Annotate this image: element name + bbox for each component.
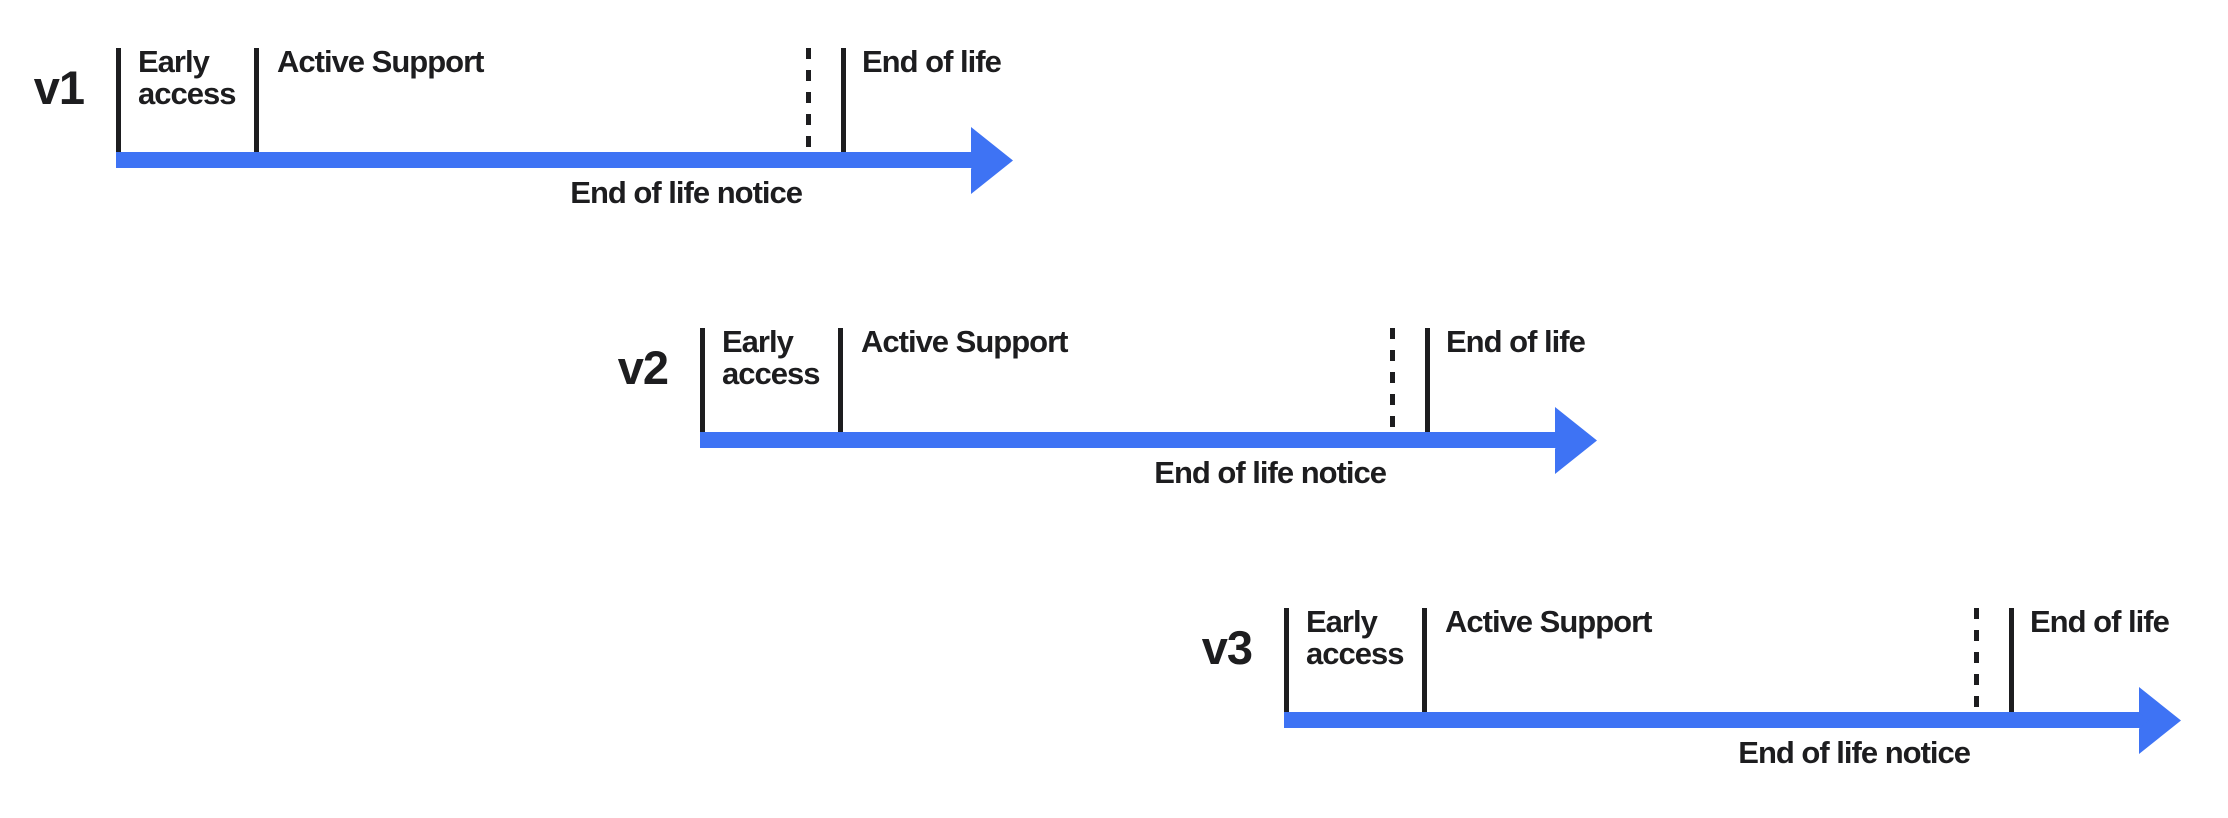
timeline-arrow-bar [1284, 712, 2152, 728]
timeline-row-v1: v1 Early access Active Support End of li… [34, 44, 1076, 258]
end-of-life-label: End of life [2030, 604, 2170, 639]
end-of-life-label: End of life [1446, 324, 1586, 359]
arrowhead-chevron [1555, 407, 1597, 474]
version-label: v3 [1201, 621, 1253, 674]
eol-notice-dashed-line [806, 48, 811, 152]
arrow-right-icon [1550, 403, 1602, 478]
timeline-arrow-bar [116, 152, 984, 168]
arrow-right-icon [2134, 683, 2186, 758]
end-of-life-tick [1425, 328, 1430, 432]
version-label: v1 [33, 61, 85, 114]
end-of-life-tick [841, 48, 846, 152]
early-access-end-tick [1422, 608, 1427, 712]
active-support-label: Active Support [277, 44, 484, 79]
active-support-label: Active Support [861, 324, 1068, 359]
end-of-life-notice-label: End of life notice [570, 175, 803, 210]
arrowhead-chevron [971, 127, 1013, 194]
end-of-life-notice-label: End of life notice [1154, 455, 1387, 490]
version-label: v2 [617, 341, 669, 394]
end-of-life-notice-label: End of life notice [1738, 735, 1971, 770]
eol-notice-dashed-line [1390, 328, 1395, 432]
early-access-label: Early access [1306, 604, 1404, 671]
early-access-label: Early access [138, 44, 236, 111]
release-start-tick [1284, 608, 1289, 712]
arrowhead-chevron [2139, 687, 2181, 754]
release-start-tick [116, 48, 121, 152]
timeline-arrow-bar [700, 432, 1568, 448]
active-support-label: Active Support [1445, 604, 1652, 639]
arrow-right-icon [966, 123, 1018, 198]
early-access-end-tick [254, 48, 259, 152]
timeline-row-v2: v2 Early access Active Support End of li… [618, 324, 1660, 538]
release-start-tick [700, 328, 705, 432]
eol-notice-dashed-line [1974, 608, 1979, 712]
end-of-life-label: End of life [862, 44, 1002, 79]
early-access-label: Early access [722, 324, 820, 391]
end-of-life-tick [2009, 608, 2014, 712]
timeline-row-v3: v3 Early access Active Support End of li… [1202, 604, 2228, 818]
early-access-end-tick [838, 328, 843, 432]
